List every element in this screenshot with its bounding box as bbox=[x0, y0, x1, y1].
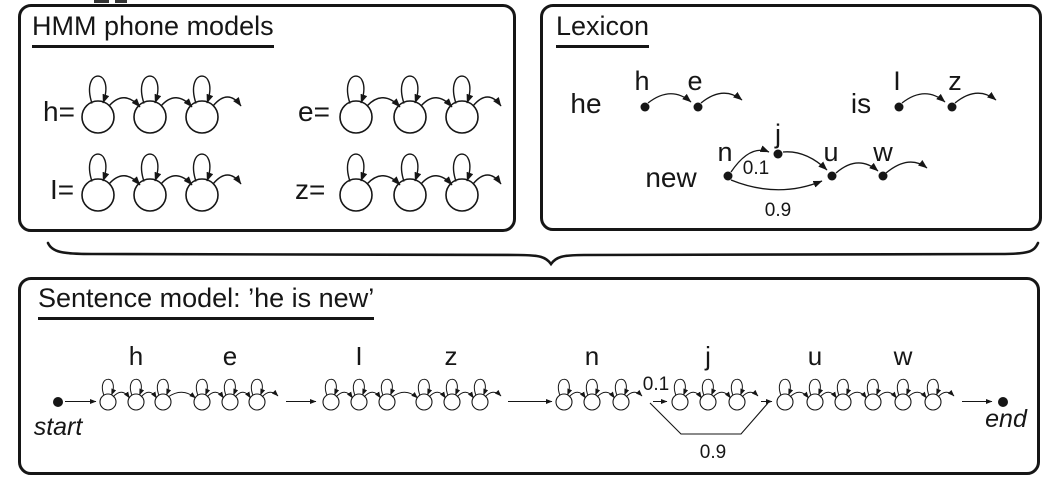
model-label-e: e= bbox=[298, 96, 330, 127]
end-label: end bbox=[985, 405, 1027, 433]
hmm-panel-title: HMM phone models bbox=[32, 13, 274, 48]
sentence-prob-upper: 0.1 bbox=[642, 374, 670, 395]
hmm-phone-models-panel bbox=[18, 4, 516, 232]
lexicon-phone-I: I bbox=[893, 66, 901, 96]
lexicon-phone-j: j bbox=[775, 119, 781, 149]
sentence-phone-n: n bbox=[584, 341, 600, 371]
sentence-phone-u: u bbox=[807, 341, 823, 371]
lexicon-prob-lower: 0.9 bbox=[764, 200, 792, 221]
lexicon-word-is: is bbox=[850, 88, 872, 119]
model-label-z: z= bbox=[295, 174, 326, 205]
sentence-phone-j: j bbox=[705, 341, 711, 371]
sentence-phone-h: h bbox=[128, 341, 144, 371]
combine-brace bbox=[46, 241, 1040, 267]
lexicon-phone-u: u bbox=[823, 137, 839, 167]
lexicon-prob-upper: 0.1 bbox=[742, 158, 770, 179]
lexicon-phone-w: w bbox=[873, 137, 893, 167]
lexicon-word-he: he bbox=[570, 88, 602, 119]
lexicon-phone-z: z bbox=[948, 66, 962, 96]
sentence-phone-I: I bbox=[355, 341, 363, 371]
model-label-I: I= bbox=[50, 174, 75, 205]
lexicon-phone-e: e bbox=[687, 66, 703, 96]
sentence-panel-title: Sentence model: ’he is new’ bbox=[38, 285, 375, 320]
start-label: start bbox=[33, 413, 83, 441]
sentence-phone-w: w bbox=[893, 341, 913, 371]
sentence-prob-skip: 0.9 bbox=[699, 442, 727, 463]
lexicon-word-new: new bbox=[645, 162, 697, 193]
lexicon-phone-n: n bbox=[717, 137, 733, 167]
sentence-phone-z: z bbox=[444, 341, 458, 371]
lexicon-panel-title: Lexicon bbox=[556, 13, 650, 48]
lexicon-phone-h: h bbox=[634, 66, 650, 96]
lexicon-panel bbox=[540, 4, 1042, 231]
model-label-h: h= bbox=[43, 96, 75, 127]
sentence-model-panel bbox=[18, 277, 1040, 475]
sentence-phone-e: e bbox=[222, 341, 238, 371]
